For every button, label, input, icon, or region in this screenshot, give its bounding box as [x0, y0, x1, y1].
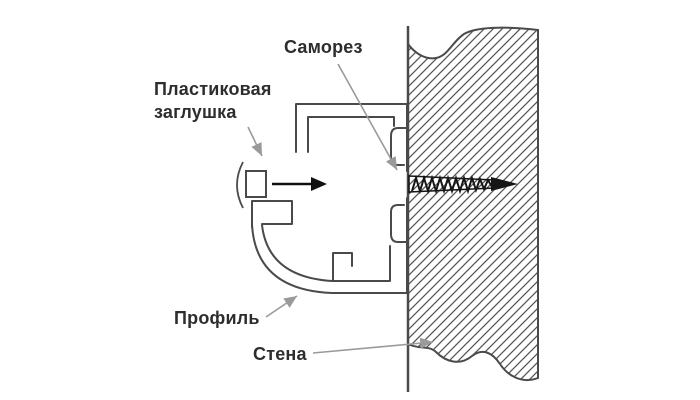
pointer-screw-arrow [337, 63, 398, 171]
wall-hatched-area [407, 26, 539, 382]
plug-cap-arc [236, 161, 244, 209]
profile-bottom-outer [251, 224, 408, 294]
insert-direction-arrow [272, 177, 327, 191]
pointer-plug-arrow [247, 126, 263, 157]
profile-top-outer [295, 103, 408, 153]
label-plastic-plug: Пластиковая заглушка [154, 78, 272, 124]
profile-top-inner [307, 116, 395, 153]
screw [408, 174, 518, 195]
profile-inner-rib [332, 252, 353, 282]
plastic-plug [245, 170, 267, 198]
label-wall: Стена [253, 344, 307, 364]
screw-threads [411, 174, 496, 195]
plastic-plug-group [236, 161, 267, 209]
label-pointer-arrows [247, 63, 434, 354]
insert-arrow-head [311, 177, 327, 191]
profile-screw-boss-upper [390, 127, 408, 166]
wall-section [406, 26, 539, 392]
screw-tip [491, 177, 518, 191]
pointer-wall-arrow [312, 337, 434, 354]
profile-bottom-inner [261, 224, 391, 282]
profile-left-channel [251, 200, 293, 228]
label-screw: Саморез [284, 37, 363, 57]
pointer-profile-arrow [265, 295, 298, 318]
label-plastic-plug-line1: Пластиковая [154, 79, 272, 99]
profile-screw-boss-lower [390, 204, 408, 243]
label-plastic-plug-line2: заглушка [154, 102, 237, 122]
label-profile: Профиль [174, 308, 260, 328]
profile-cross-section [251, 103, 408, 294]
